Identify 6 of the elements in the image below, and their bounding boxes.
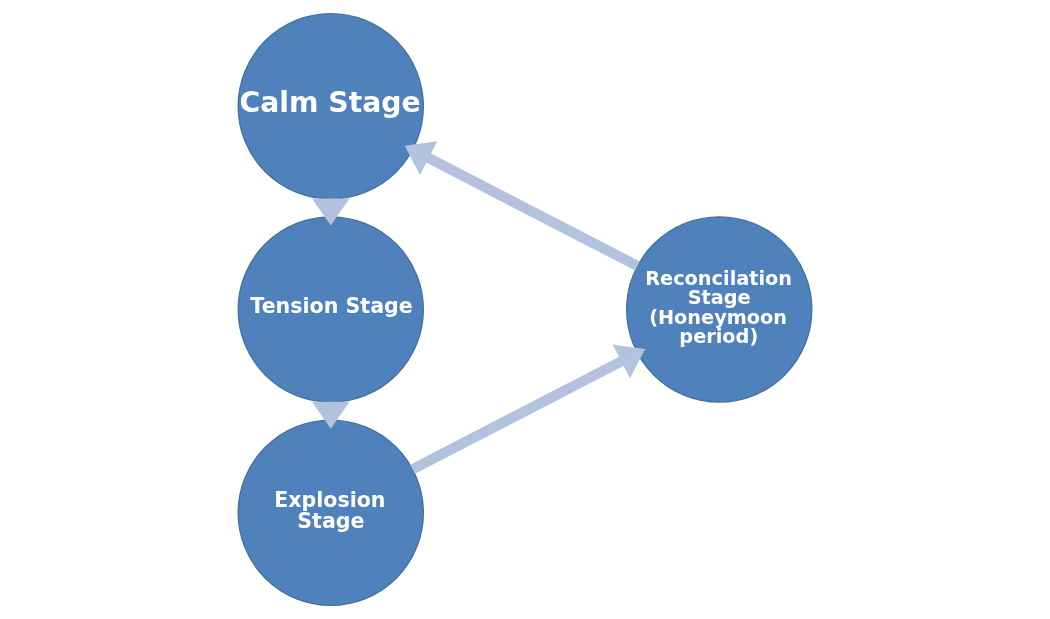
- node-circle: Explosion Stage: [237, 419, 425, 606]
- arrow: [410, 344, 646, 474]
- node-circle: Tension Stage: [237, 216, 425, 403]
- node-circle: Reconcilation Stage (Honeymoon period): [625, 216, 813, 403]
- node-circle: Calm Stage: [237, 13, 425, 200]
- arrow: [404, 141, 640, 271]
